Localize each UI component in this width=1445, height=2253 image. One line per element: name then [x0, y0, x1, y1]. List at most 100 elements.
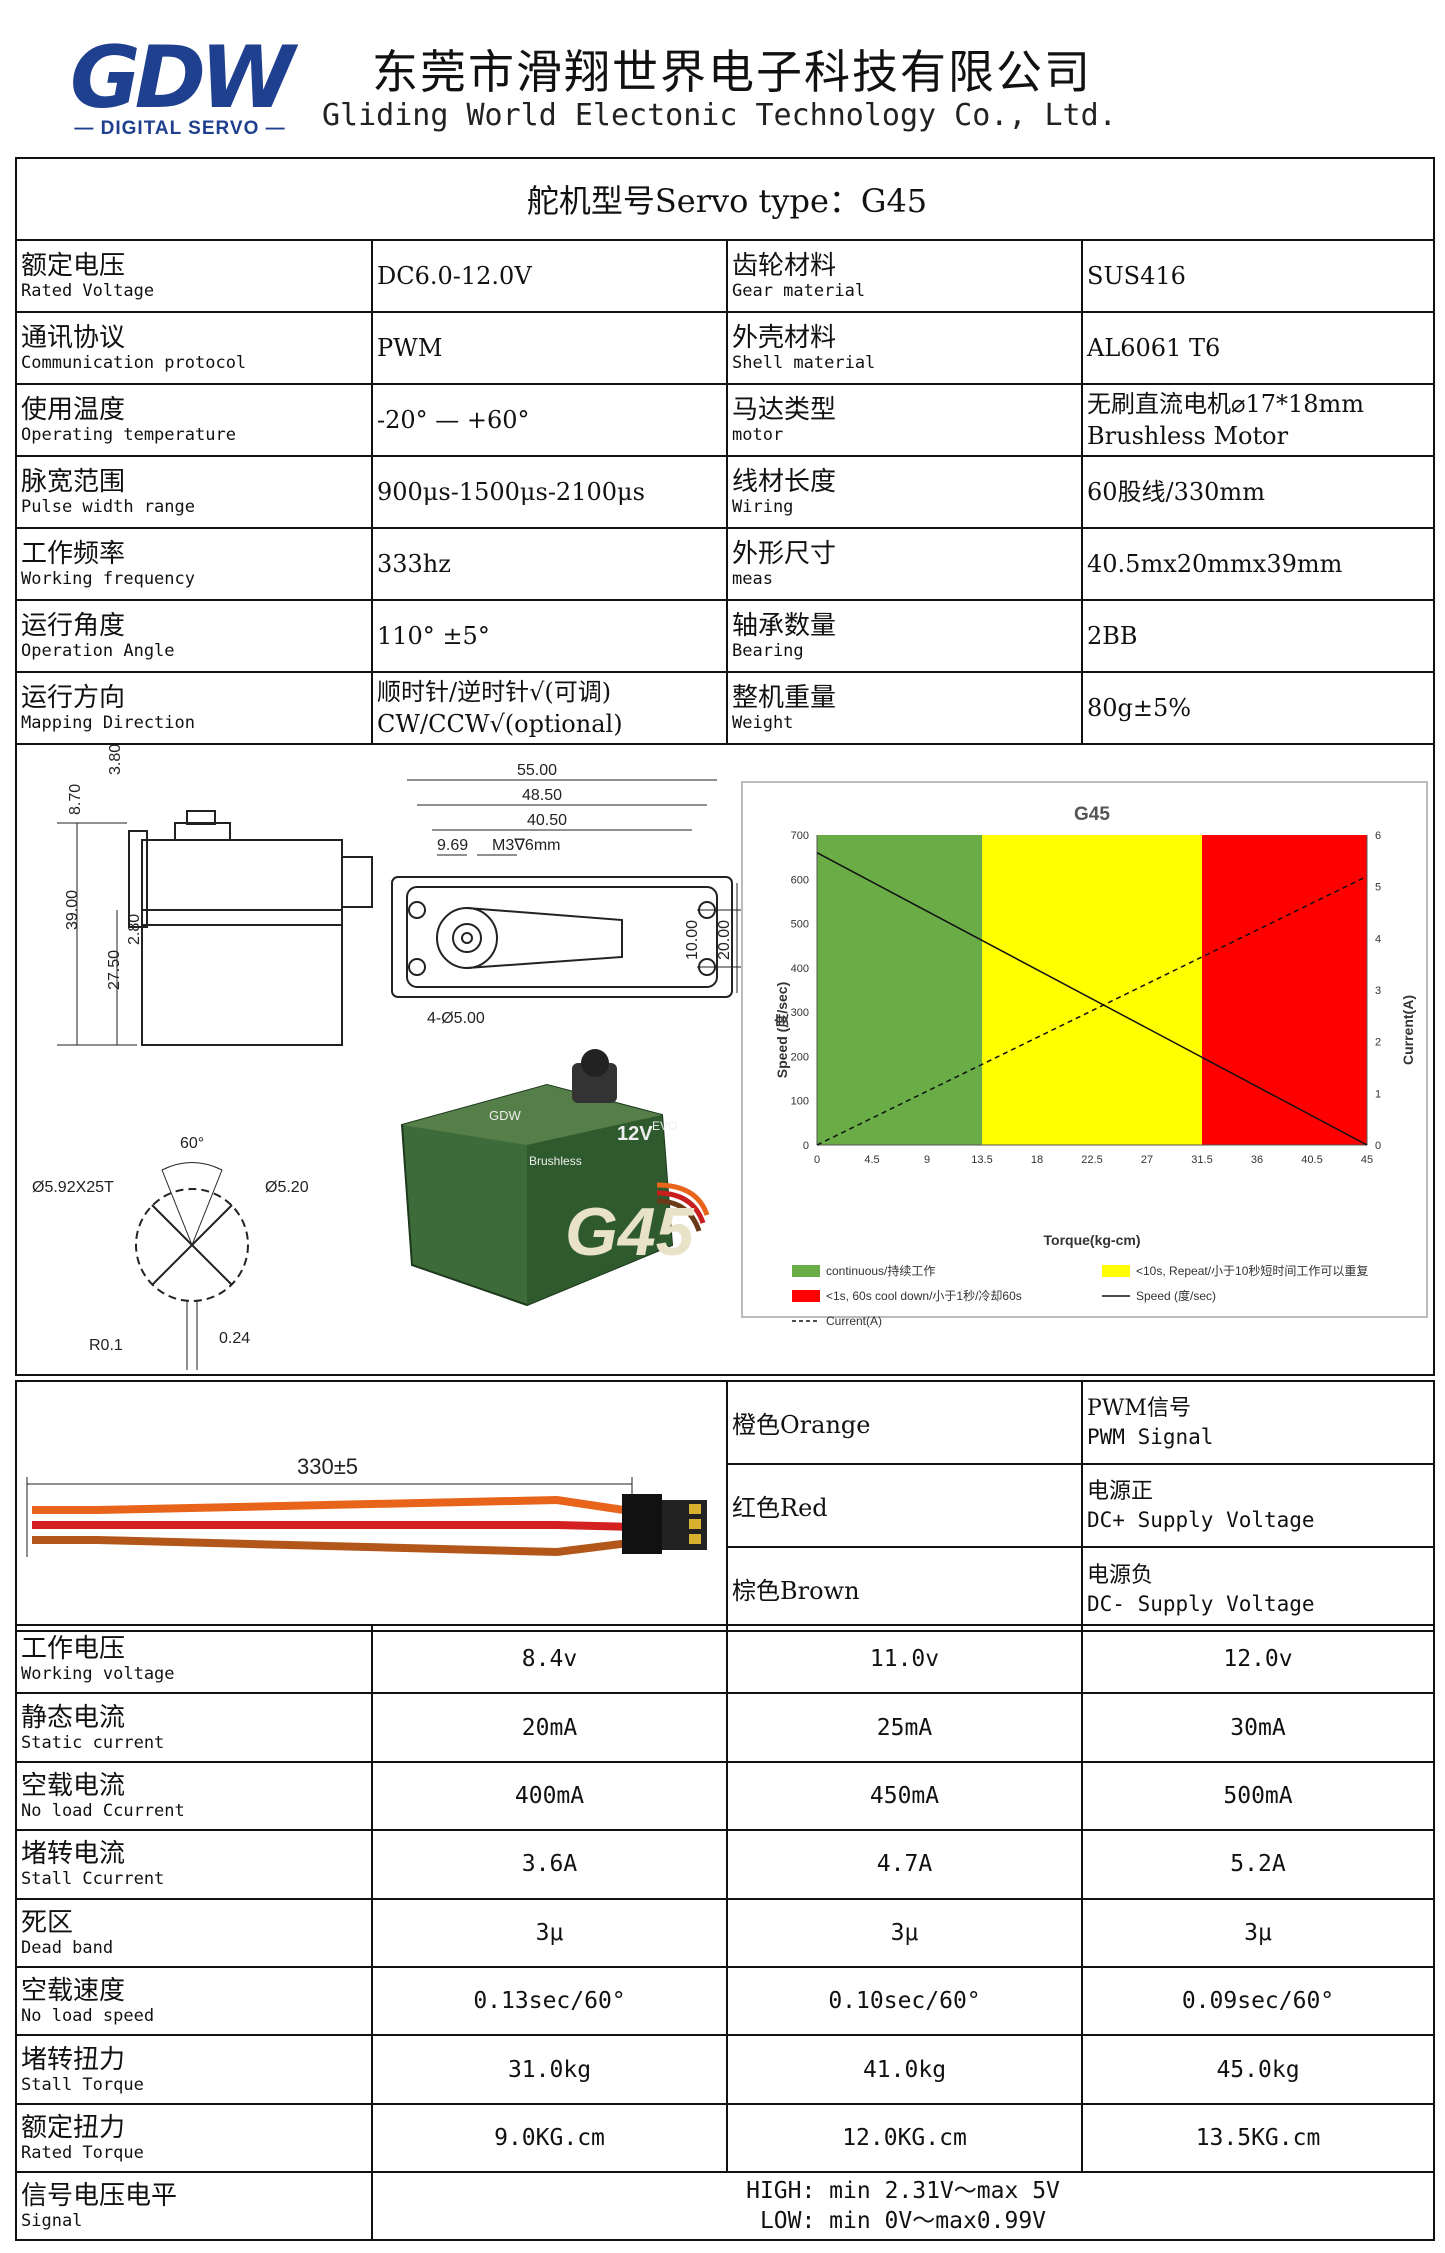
- chart-y2-tick: 1: [1375, 1088, 1381, 1100]
- logo-subtitle: — DIGITAL SERVO —: [74, 118, 286, 139]
- dim-side-2-8: 2.80: [126, 914, 143, 945]
- spec-value-6: 顺时针/逆时针√(可调)CW/CCW√(optional): [371, 671, 728, 745]
- perf-label-cn: 额定扭力: [21, 2112, 126, 2143]
- wire-length-label: 330±5: [297, 1454, 358, 1479]
- spec-value-text: -20° — +60°: [377, 406, 530, 434]
- product-label-evo: EVO: [652, 1119, 677, 1133]
- legend-label: Current(A): [826, 1314, 882, 1328]
- spec-label2-cn: 外形尺寸: [732, 539, 837, 569]
- perf-label-en: Stall Torque: [21, 2074, 144, 2095]
- spec-value2-5: 2BB: [1080, 599, 1436, 673]
- perf-label-en: Stall Ccurrent: [21, 1869, 165, 1890]
- perf-label-en: No load Ccurrent: [21, 1800, 185, 1821]
- wire-func-cn-1: 电源正: [1087, 1479, 1154, 1505]
- spline-drawing: [135, 1162, 249, 1370]
- dim-side-3-8: 3.80: [107, 745, 124, 775]
- perf-value-11v: 11.0v: [726, 1623, 1083, 1695]
- wire-func-en-1: DC+ Supply Voltage: [1087, 1508, 1315, 1533]
- perf-value-12v: 500mA: [1081, 1760, 1435, 1832]
- perf-label-cn: 工作电压: [21, 1634, 126, 1665]
- perf-value-11v: 450mA: [726, 1760, 1083, 1832]
- dim-5-20: Ø5.20: [265, 1179, 309, 1196]
- spec-label2-en: meas: [732, 569, 773, 589]
- chart-y-tick: 200: [791, 1051, 809, 1063]
- perf-value-8v: 20mA: [371, 1692, 728, 1763]
- product-g-letter: G45: [565, 1194, 695, 1270]
- wire-drawing: 330±5: [26, 1454, 707, 1557]
- product-label-12v: 12V: [617, 1123, 653, 1145]
- spec-label-en: Pulse width range: [21, 497, 195, 517]
- spec-value-text: 110° ±5°: [377, 622, 490, 650]
- signal-high: HIGH: min 2.31V～max 5V: [746, 2178, 1060, 2205]
- perf-value-11v: 25mA: [726, 1692, 1083, 1763]
- perf-label-en: No load speed: [21, 2006, 155, 2027]
- perf-value-12v: 30mA: [1081, 1692, 1435, 1763]
- chart-y-tick: 0: [803, 1140, 809, 1152]
- dim-20: 20.00: [716, 920, 733, 960]
- legend-label: <1s, 60s cool down/小于1秒/冷却60s: [826, 1289, 1022, 1303]
- perf-value-8v: 3.6A: [371, 1829, 728, 1900]
- legend-label: Speed (度/sec): [1136, 1288, 1216, 1303]
- wire-color-brown: 棕色Brown: [726, 1545, 1083, 1633]
- spec-value2-text: 2BB: [1087, 622, 1138, 650]
- chart-y-tick: 500: [791, 919, 809, 931]
- wire-func-cn-2: 电源负: [1087, 1562, 1154, 1588]
- spec-value-4: 333hz: [371, 527, 728, 601]
- spec-label2-en: motor: [732, 425, 784, 445]
- spec-value-text: 900μs-1500μs-2100μs: [377, 478, 645, 506]
- spec-value-0: DC6.0-12.0V: [371, 239, 728, 313]
- chart-band-1: [982, 835, 1202, 1145]
- spec-label-cn: 通讯协议: [21, 323, 126, 353]
- perf-value-12v: 12.0v: [1081, 1623, 1435, 1695]
- spec-value2-6: 80g±5%: [1080, 671, 1436, 745]
- spec-label2-cn: 轴承数量: [732, 611, 837, 641]
- spec-value2-1: AL6061 T6: [1080, 311, 1436, 385]
- perf-label-cn: 堵转电流: [21, 1839, 126, 1870]
- spec-value2-3: 60股线/330mm: [1080, 455, 1436, 529]
- chart-x-tick: 22.5: [1081, 1154, 1102, 1166]
- perf-label-en: Static current: [21, 1732, 165, 1753]
- wire-func-cn-0: PWM信号: [1087, 1396, 1191, 1422]
- chart-ylabel: Speed (度/sec): [774, 982, 790, 1078]
- spec-label2-cn: 马达类型: [732, 395, 837, 425]
- dim-40-5: 40.50: [527, 812, 567, 829]
- perf-value-12v: 45.0kg: [1081, 2034, 1435, 2105]
- spec-value-5: 110° ±5°: [371, 599, 728, 673]
- legend-swatch: [792, 1265, 820, 1277]
- spec-label-en: Operation Angle: [21, 641, 175, 661]
- spec-value2-text: SUS416: [1087, 262, 1186, 290]
- spec-label-en: Mapping Direction: [21, 713, 195, 733]
- legend-label: <10s, Repeat/小于10秒短时间工作可以重复: [1136, 1264, 1368, 1278]
- company-name-en: Gliding World Electonic Technology Co., …: [322, 98, 1117, 133]
- chart-x-tick: 13.5: [971, 1154, 992, 1166]
- perf-label-en: Rated Torque: [21, 2142, 144, 2163]
- wire-color-red: 红色Red: [726, 1462, 1083, 1548]
- servo-type-title: 舵机型号Servo type：G45: [14, 157, 1436, 241]
- chart-y2-tick: 0: [1375, 1140, 1381, 1152]
- chart-y-tick: 400: [791, 963, 809, 975]
- dim-r0-1: R0.1: [89, 1337, 123, 1354]
- chart-title: G45: [1074, 804, 1110, 825]
- perf-value-11v: 4.7A: [726, 1829, 1083, 1900]
- chart-y2-tick: 6: [1375, 830, 1381, 842]
- chart-y-tick: 100: [791, 1096, 809, 1108]
- spec-label2-cn: 线材长度: [732, 467, 837, 497]
- spec-label-cn: 运行角度: [21, 611, 126, 641]
- spec-label2-en: Shell material: [732, 353, 876, 373]
- wire-func-en-2: DC- Supply Voltage: [1087, 1591, 1315, 1616]
- spec-value2-text: 无刷直流电机⌀17*18mm: [1087, 390, 1365, 418]
